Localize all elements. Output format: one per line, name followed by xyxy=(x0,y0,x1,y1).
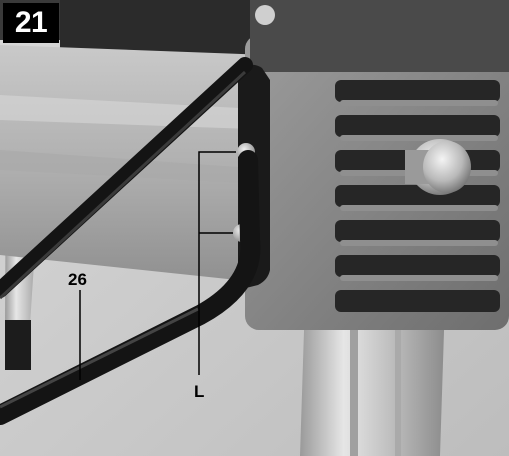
callout-part-26: 26 xyxy=(68,270,87,289)
figure-number-badge: 21 xyxy=(3,3,59,43)
callout-part-l: L xyxy=(194,382,205,401)
